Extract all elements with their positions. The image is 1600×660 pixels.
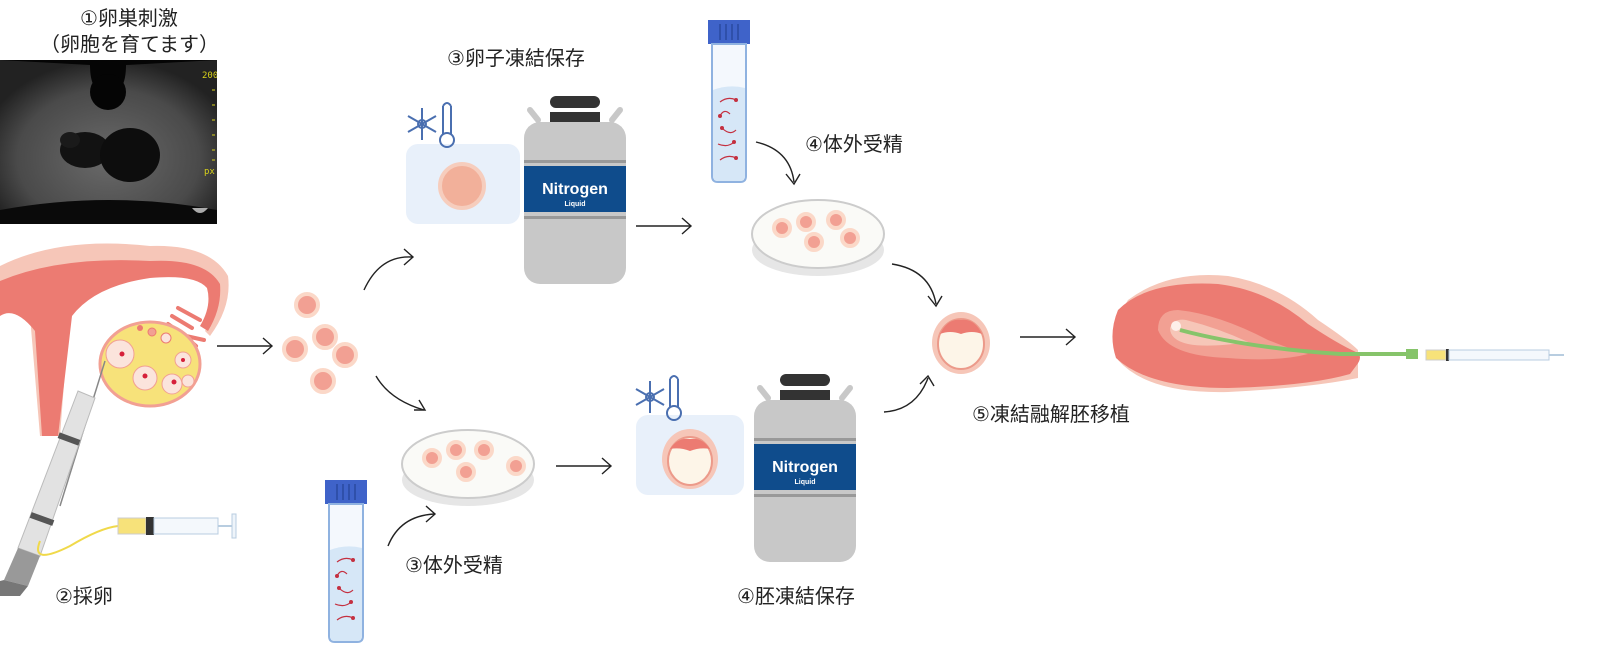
arrow-embryo-to-transfer (1018, 325, 1080, 349)
step-3-ivf-title: ③体外受精 (405, 553, 503, 577)
ultrasound-scale-top: 200 (202, 71, 217, 81)
sperm-tube-upper (706, 18, 752, 186)
arrow-dish-to-embryo-freeze (554, 454, 616, 478)
step-1-title: ①卵巣刺激 (80, 6, 178, 30)
arrow-to-egg-freezing (360, 245, 420, 295)
tank-lower-label: Nitrogen (772, 459, 838, 476)
arrow-sperm-to-dish-lower (384, 500, 444, 550)
ultrasound-scale-bottom: px (204, 167, 215, 177)
arrow-tank-to-ivf (634, 214, 696, 238)
nitrogen-tank-lower: Nitrogen Liquid (752, 372, 858, 564)
embryo (928, 310, 994, 376)
snowflake-icon (635, 381, 665, 413)
tank-lower-sublabel: Liquid (795, 479, 816, 486)
nitrogen-tank-upper: Nitrogen Liquid (522, 94, 628, 286)
petri-dish-lower (398, 420, 538, 510)
arrow-sperm-to-dish-upper (754, 138, 804, 188)
step-1-subtitle: （卵胞を育てます） (40, 32, 219, 56)
uterus-ovary-illustration (0, 236, 250, 596)
snowflake-icon (407, 108, 437, 140)
tank-upper-label: Nitrogen (542, 181, 608, 198)
step-4-embryo-freezing-title: ④胚凍結保存 (737, 584, 855, 608)
thermometer-icon (439, 102, 455, 148)
thermometer-icon (666, 375, 682, 421)
arrow-dish-to-embryo (890, 260, 946, 310)
retrieved-eggs (275, 285, 370, 405)
egg-freeze-panel (402, 100, 522, 226)
arrow-to-eggs (215, 334, 277, 358)
embryo-freeze-panel (632, 375, 747, 497)
step-4-ivf-title: ④体外受精 (805, 132, 903, 156)
step-3-egg-freezing-title: ③卵子凍結保存 (447, 46, 585, 70)
step-5-transfer-title: ⑤凍結融解胚移植 (972, 402, 1130, 426)
tank-upper-sublabel: Liquid (565, 201, 586, 208)
petri-dish-upper (748, 188, 888, 280)
embryo-transfer-illustration (1108, 270, 1568, 400)
sperm-tube-lower (323, 478, 369, 646)
ultrasound-image: 200 px (0, 60, 217, 224)
arrow-tank-to-embryo (880, 372, 940, 416)
step-2-title: ②採卵 (55, 584, 113, 608)
arrow-to-ivf-dish (372, 372, 432, 417)
